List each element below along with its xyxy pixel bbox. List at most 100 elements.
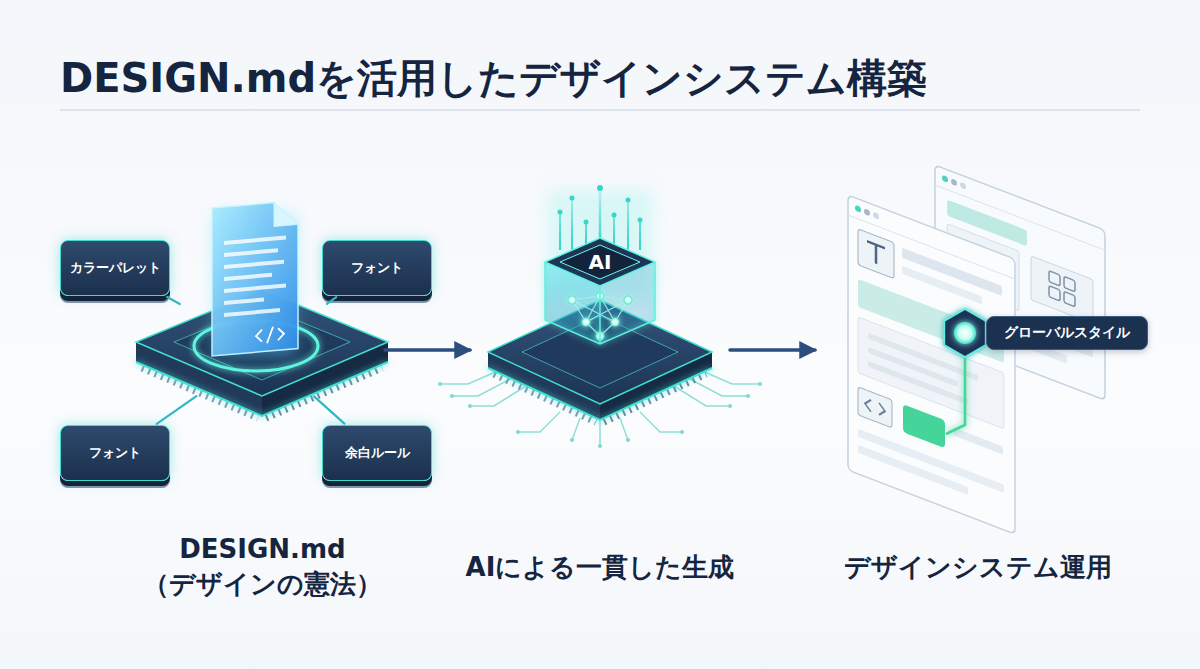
design-system-illustration (858, 229, 894, 279)
flow-arrow (730, 348, 815, 352)
ai-illustration (612, 213, 617, 218)
design-system-illustration (960, 182, 966, 190)
ai-illustration (700, 370, 760, 384)
design-system-illustration (942, 175, 948, 183)
design-system-illustration (865, 398, 885, 418)
design-system-illustration (873, 212, 879, 220)
design-md-illustration (274, 200, 298, 226)
ai-illustration (545, 238, 655, 286)
ai-illustration (440, 370, 500, 384)
style-callout: グローバルスタイル (986, 316, 1148, 350)
node-label: 余白ルール (345, 444, 410, 462)
ai-illustration (452, 378, 512, 396)
design-system-illustration (903, 404, 945, 448)
ai-illustration (586, 300, 628, 322)
design-system-illustration (864, 208, 870, 216)
design-md-chip: DESIGN.md （デザインの憲法） (170, 305, 355, 395)
trace-line (157, 396, 197, 424)
design-system-illustration (867, 241, 885, 267)
design-md-illustration (224, 260, 284, 269)
trace-line (327, 297, 336, 304)
design-system-illustration (1049, 286, 1060, 301)
ai-illustration (758, 382, 762, 386)
ai-illustration (570, 196, 575, 201)
ai-illustration (626, 198, 631, 203)
ai-illustration (570, 438, 574, 442)
stage-caption: AIによる一貫した生成 (466, 550, 735, 585)
feature-chip: 余白ルール (322, 425, 432, 481)
node-label: フォント (89, 444, 141, 462)
ai-illustration (728, 404, 732, 408)
design-system-illustration (1064, 277, 1075, 292)
design-system-illustration (951, 178, 957, 186)
title-divider (60, 109, 1140, 111)
design-md-illustration (212, 200, 298, 356)
design-system-illustration (953, 427, 1003, 454)
node-label: グローバルスタイル (1004, 324, 1130, 342)
ai-illustration (582, 318, 591, 327)
design-system-illustration (946, 356, 965, 434)
ai-illustration (560, 245, 640, 279)
design-md-illustration (224, 284, 286, 293)
stage-caption: デザインシステム運用 (844, 550, 1112, 585)
ai-illustration (597, 185, 603, 191)
design-system-illustration (848, 195, 1015, 534)
design-system-illustration (855, 205, 861, 213)
design-system-illustration (954, 322, 976, 344)
design-md-illustration (224, 308, 280, 317)
node-label: カラーパレット (70, 259, 161, 277)
ai-illustration (680, 430, 684, 434)
flow-arrow (385, 348, 470, 352)
ai-illustration (627, 200, 629, 250)
ai-chip: AIAIによる一貫した生成 (500, 250, 700, 450)
diagram-title: DESIGN.mdを活用したデザインシステム構築 (60, 54, 927, 102)
ai-illustration (626, 438, 630, 442)
node-label: フォント (351, 259, 403, 277)
ai-illustration (638, 218, 643, 223)
ai-illustration (516, 430, 520, 434)
design-system-illustration (848, 195, 1015, 534)
design-md-illustration (256, 326, 284, 344)
feature-chip: フォント (60, 425, 170, 481)
ai-illustration (599, 420, 601, 446)
ai-illustration (674, 386, 730, 406)
design-system-illustration (858, 445, 968, 495)
ai-illustration (620, 418, 628, 440)
feature-chip: カラーパレット (60, 240, 170, 296)
design-system-illustration (902, 266, 982, 305)
design-system-illustration (1064, 292, 1075, 307)
ai-illustration (688, 378, 748, 396)
ai-illustration (624, 296, 633, 305)
ai-illustration (746, 394, 750, 398)
ai-illustration (639, 220, 641, 250)
ai-illustration (468, 404, 472, 408)
ai-illustration (450, 394, 454, 398)
design-md-illustration (224, 236, 286, 245)
design-system-illustration (1049, 271, 1060, 286)
ai-illustration (571, 198, 573, 250)
design-md-illustration (224, 297, 264, 304)
ai-illustration (559, 212, 561, 250)
ai-illustration (572, 418, 580, 440)
ai-illustration (600, 296, 615, 322)
design-system-illustration (1049, 271, 1075, 307)
design-system-illustration (858, 387, 892, 428)
ai-illustration (584, 220, 589, 225)
ai-illustration (470, 386, 526, 406)
ai-illustration (640, 412, 682, 432)
trace-line (167, 297, 180, 304)
ai-label: AI (589, 250, 612, 274)
design-md-illustration (224, 273, 272, 281)
ai-illustration (598, 444, 602, 448)
ai-illustration (438, 382, 442, 386)
design-system-illustration (944, 309, 986, 357)
design-system-illustration (848, 215, 1015, 279)
design-md-illustration (224, 248, 278, 257)
ai-illustration (568, 296, 577, 305)
design-system-illustration (1031, 256, 1093, 324)
stage-caption: DESIGN.md （デザインの憲法） (133, 532, 393, 602)
feature-chip: フォント (322, 240, 432, 296)
